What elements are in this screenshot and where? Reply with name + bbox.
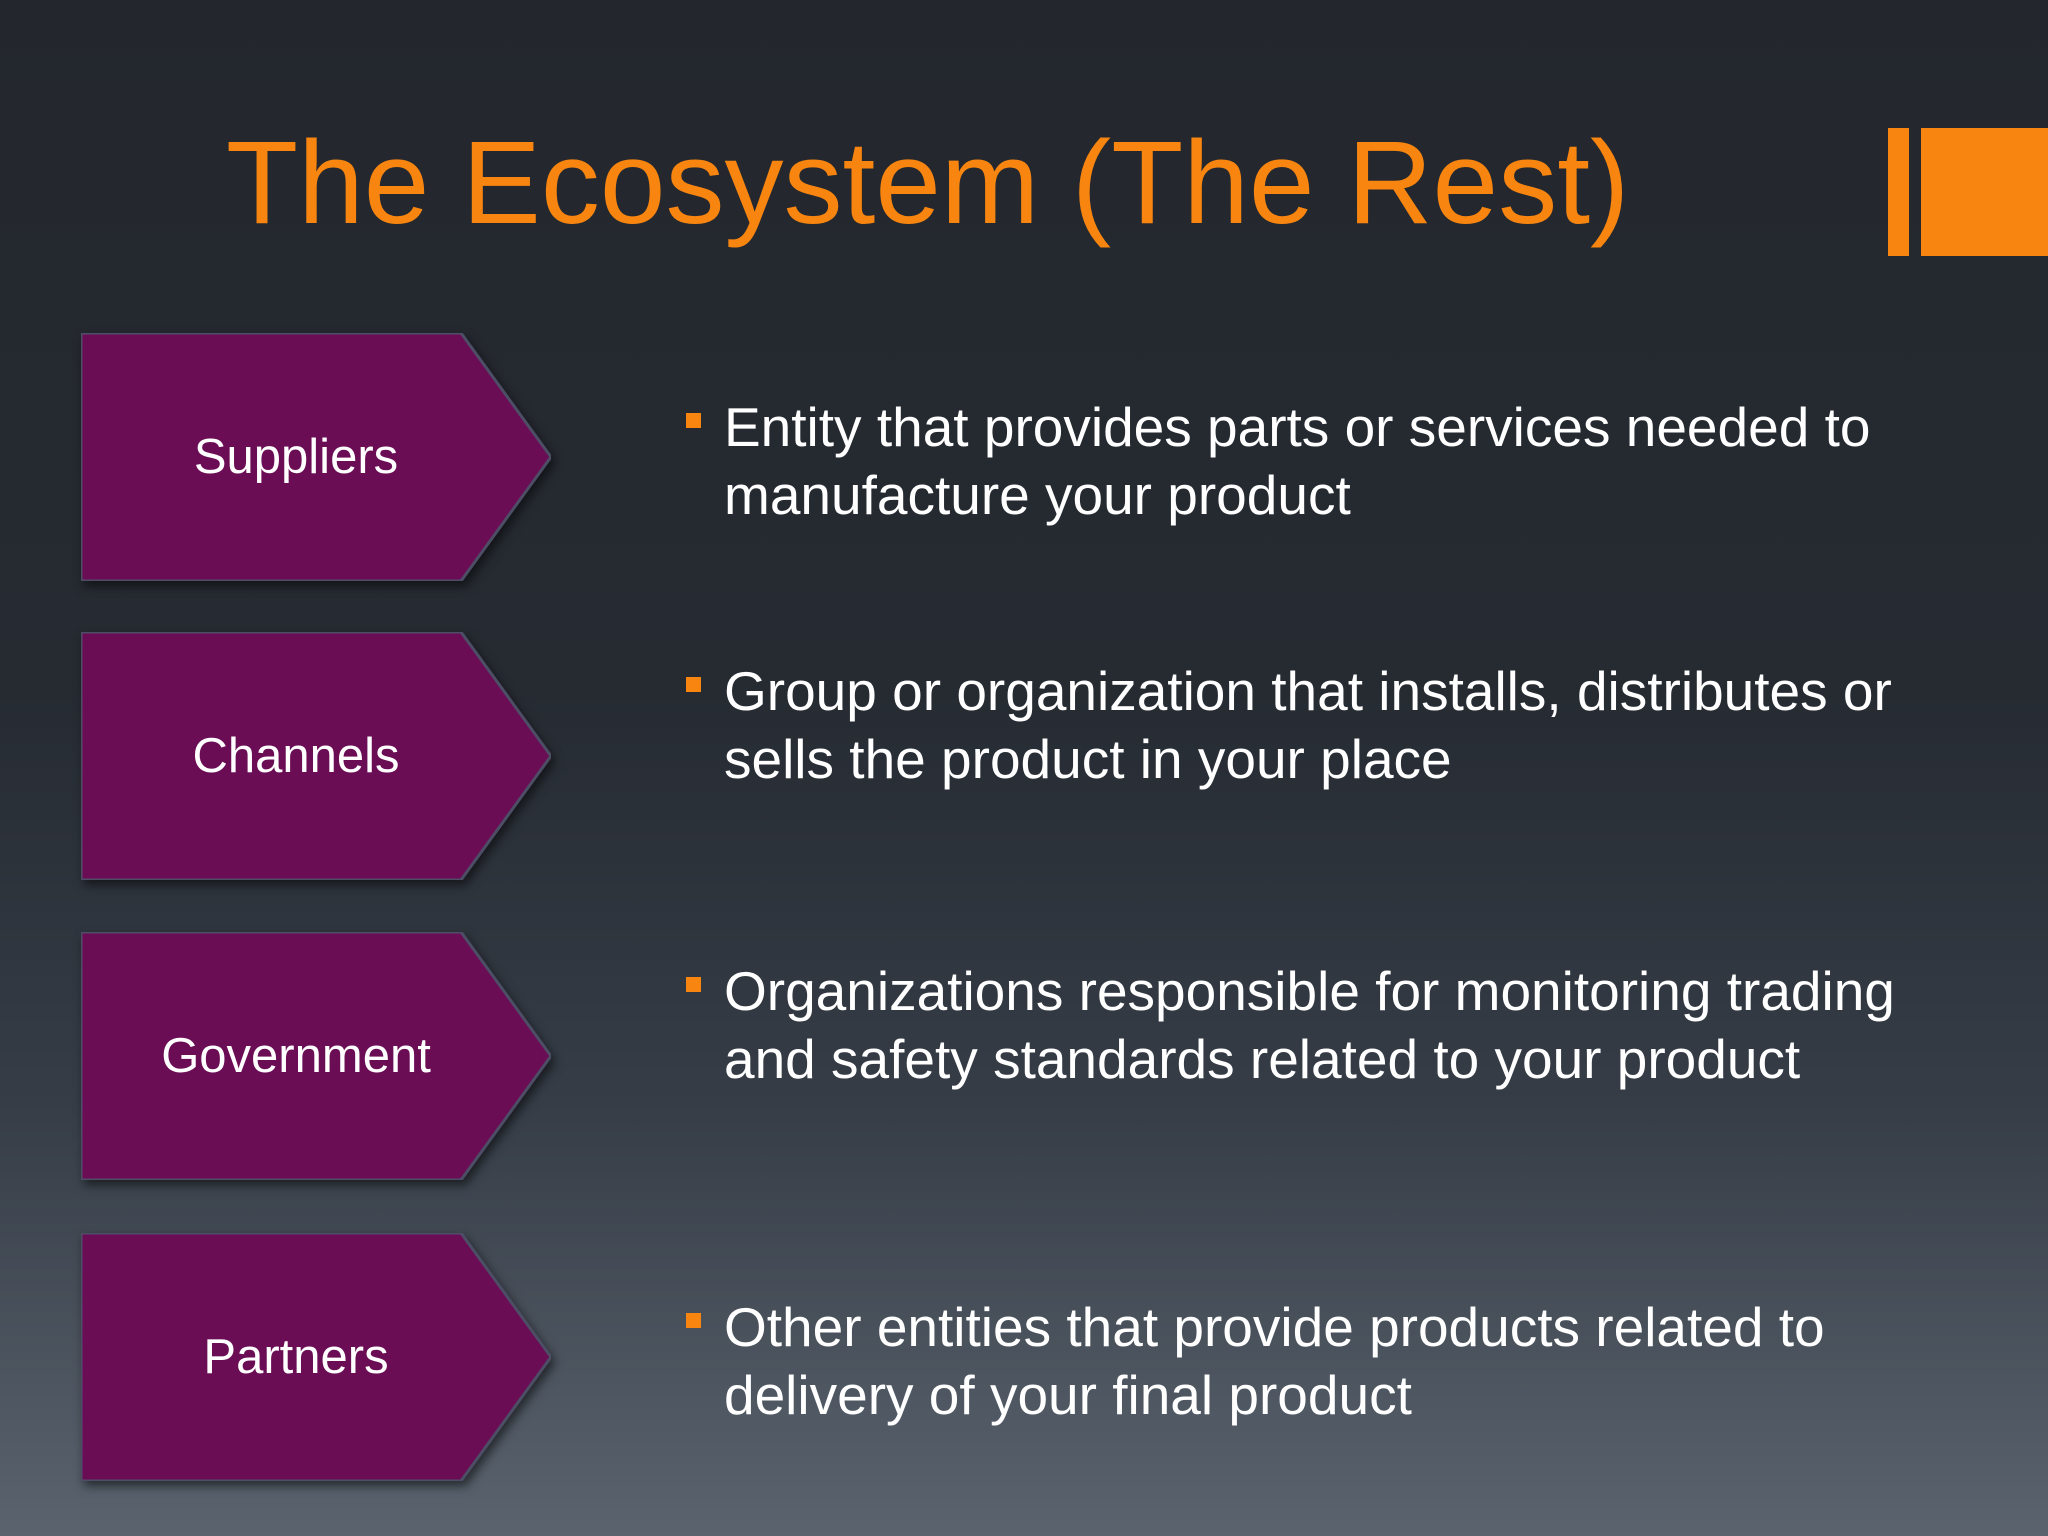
chevron-icon <box>81 333 551 581</box>
chevron-shape: Channels <box>81 632 551 880</box>
slide-title: The Ecosystem (The Rest) <box>226 117 1630 249</box>
square-bullet-icon <box>686 977 701 992</box>
title-accent-bar-thick <box>1921 128 2048 256</box>
chevron-shape: Suppliers <box>81 333 551 581</box>
chevron-icon <box>81 932 551 1180</box>
square-bullet-icon <box>686 1313 701 1328</box>
square-bullet-icon <box>686 677 701 692</box>
chevron-shape: Partners <box>81 1233 551 1481</box>
chevron-label: Channels <box>192 729 400 783</box>
square-bullet-icon <box>686 413 701 428</box>
title-accent-bar-thin <box>1888 128 1909 256</box>
bullet-text: Other entities that provide products rel… <box>724 1296 1825 1426</box>
chevron-shape: Government <box>81 932 551 1180</box>
chevron-label: Partners <box>203 1330 389 1384</box>
bullet-text: Entity that provides parts or services n… <box>724 396 1871 526</box>
chevron-icon <box>81 632 551 880</box>
chevron-label: Government <box>161 1029 431 1083</box>
bullet-text: Group or organization that installs, dis… <box>724 660 1892 790</box>
bullet-text: Organizations responsible for monitoring… <box>724 960 1895 1090</box>
chevron-icon <box>81 1233 551 1481</box>
chevron-label: Suppliers <box>193 430 399 484</box>
